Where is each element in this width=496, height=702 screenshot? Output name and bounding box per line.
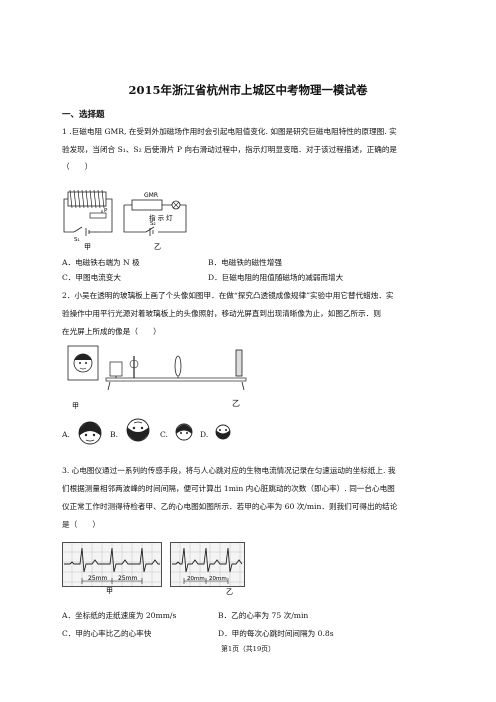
q2-option-c-image xyxy=(175,423,193,441)
q2-option-b: B. xyxy=(110,430,118,439)
q1-line-3: （ ） xyxy=(62,162,93,171)
ecg-yi-trace xyxy=(172,547,243,573)
q3-line-3: 仪正常工作时测得待检者甲、乙的心电图如图所示．若甲的心率为 60 次/min．则… xyxy=(62,502,398,511)
q3-option-a: A．坐标纸的走纸速度为 20mm/s xyxy=(62,611,177,620)
q3-option-c: C．甲的心率比乙的心率快 xyxy=(62,629,152,638)
q3-line-1: 3. 心电图仪通过一系列的传感手段，将与人心跳对应的生物电流情况记录在匀速运动的… xyxy=(62,466,396,475)
q3-line-4: 是（ ） xyxy=(62,520,100,529)
light-screen xyxy=(235,349,243,377)
page-footer: 第1页（共19页） xyxy=(221,645,275,653)
q2-option-b-image xyxy=(126,418,150,442)
gmr-resistor xyxy=(131,199,163,211)
q1-line-2: 验发现，当闭合 S₁、S₂ 后使滑片 P 向右滑动过程中，指示灯明显变暗．对于该… xyxy=(62,145,398,154)
head-hair xyxy=(74,354,92,360)
q2-line-3: 在光屏上所成的像是（ ） xyxy=(62,327,161,336)
q3-option-b: B．乙的心率为 75 次/min xyxy=(218,611,309,620)
battery-left xyxy=(85,228,90,236)
q2-fig-yi-label: 乙 xyxy=(232,399,240,408)
q1-option-c: C．甲图电流变大 xyxy=(62,273,121,282)
page-title: 2015年浙江省杭州市上城区中考物理一模试卷 xyxy=(128,83,368,97)
fig-yi-label: 乙 xyxy=(154,243,161,250)
ecg-yi-label: 乙 xyxy=(226,588,233,596)
q1-option-d: D．巨磁电阻的阻值随磁场的减弱而增大 xyxy=(208,273,344,282)
q2-line-2: 验操作中用平行光源对着玻璃板上的头像照射，移动光屏直到出现清晰像为止，如图乙所示… xyxy=(62,309,381,318)
ecg-jia-trace xyxy=(64,547,160,573)
coil-windings xyxy=(69,189,105,209)
rheostat xyxy=(89,212,107,219)
q2-option-d: D. xyxy=(200,430,209,439)
battery-right xyxy=(149,228,154,236)
convex-lens xyxy=(174,355,182,377)
fig-jia-label: 甲 xyxy=(72,402,79,410)
slider-p-label: P xyxy=(104,208,108,214)
ecg-jia-measure-2: 25mm xyxy=(118,575,137,582)
q2-option-c: C. xyxy=(160,430,168,439)
ecg-yi-measure-2: 20mm xyxy=(209,576,227,582)
q1-line-1: 1 .巨磁电阻 GMR, 在受到外加磁场作用时会引起电阻值变化. 如图是研究巨磁… xyxy=(62,127,397,136)
q3-line-2: 们根据测量相邻两波峰的时间间隔，便可计算出 1min 内心脏跳动的次数（即心率）… xyxy=(62,484,395,493)
s2-label: S₂ xyxy=(150,221,156,227)
section-heading: 一、选择题 xyxy=(62,110,105,120)
ecg-yi-measure-1: 20mm xyxy=(187,576,205,582)
q2-option-a-image xyxy=(78,421,102,445)
gmr-label: GMR xyxy=(144,192,158,199)
switch-s1 xyxy=(73,226,83,233)
q2-option-d-image xyxy=(215,424,231,440)
q1-circuit-figure: GMR 指 示 灯 P S₁ S₂ 甲 乙 xyxy=(63,189,187,250)
optical-bench xyxy=(105,377,247,382)
q2-lens-figure: 甲 xyxy=(67,345,247,410)
q1-option-a: A．电磁铁右端为 N 极 xyxy=(62,258,140,267)
ecg-jia-label: 甲 xyxy=(106,587,113,594)
lamp-label: 指 示 灯 xyxy=(149,213,173,222)
ecg-jia-measure-1: 25mm xyxy=(88,575,107,582)
q1-option-b: B．电磁铁的磁性增强 xyxy=(208,258,282,267)
q2-option-a: A. xyxy=(62,430,70,439)
q2-line-1: 2．小吴在透明的玻璃板上画了个头像如图甲．在做“探究凸透镜成像规律”实验中用它替… xyxy=(62,291,394,300)
light-source xyxy=(109,361,123,377)
glass-plate-drawing xyxy=(67,345,99,381)
ecg-yi-figure: 20mm 20mm 乙 xyxy=(170,542,245,596)
s1-label: S₁ xyxy=(74,237,80,243)
ecg-jia-figure: 25mm 25mm 甲 xyxy=(62,542,162,594)
fig-jia-label: 甲 xyxy=(84,243,91,250)
q3-option-d: D．甲的每次心跳时间间隔为 0.8s xyxy=(218,629,334,638)
